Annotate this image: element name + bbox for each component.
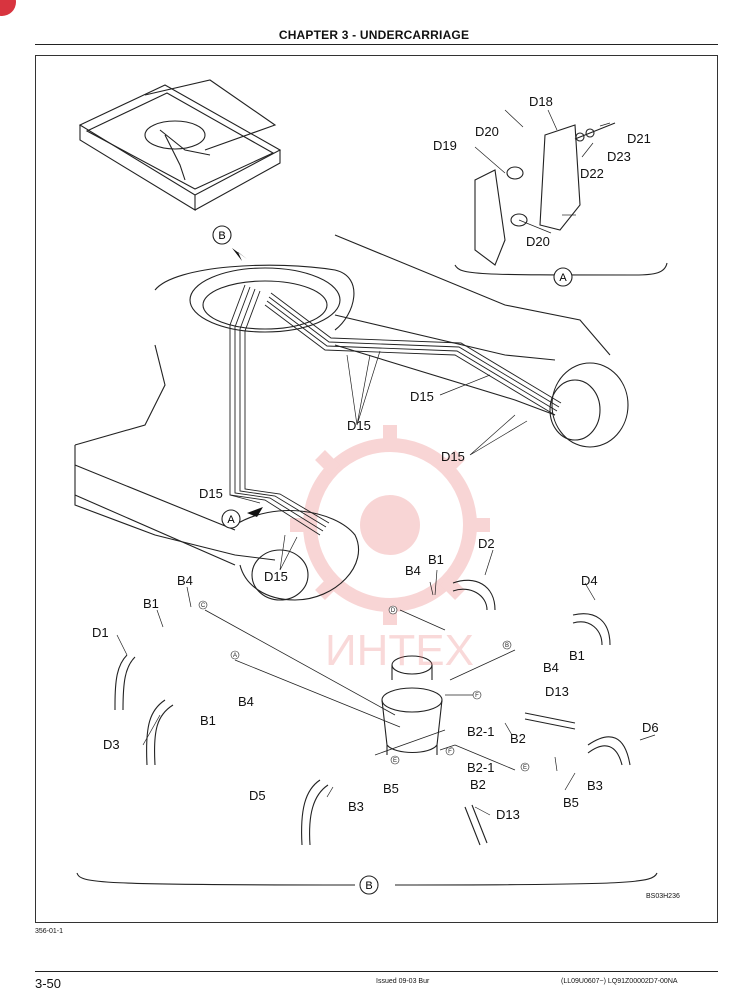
callout-d15-rear: D15 [410,389,434,404]
callout-b5-right: B5 [563,795,579,810]
chapter-title: CHAPTER 3 - UNDERCARRIAGE [278,28,470,42]
svg-text:C: C [201,603,206,609]
hose-tag-d: D [388,605,398,615]
callout-d20-top: D20 [475,124,499,139]
svg-text:D: D [391,608,396,614]
hose-tag-a: A [230,650,240,660]
callout-b4-right: B4 [543,660,559,675]
callout-b4-top: B4 [405,563,421,578]
callout-d1: D1 [92,625,109,640]
svg-text:F: F [475,693,479,699]
svg-text:A: A [227,514,235,526]
svg-text:F: F [448,749,452,755]
callout-d13-bottom: D13 [496,807,520,822]
callout-b1-right: B1 [569,648,585,663]
arrow-a-icon [247,507,263,517]
view-marker-b-top: B [212,225,232,245]
hose-tag-c: C [198,600,208,610]
callout-d6: D6 [642,720,659,735]
corner-badge-icon [0,0,16,16]
callout-b5-mid: B5 [383,781,399,796]
callout-d15-right: D15 [441,449,465,464]
svg-text:E: E [523,765,527,771]
callout-b2-top: B2 [510,731,526,746]
page-number: 3-50 [35,976,62,991]
header-rule [35,44,718,45]
document-reference: (LL09U0607~) LQ91Z00002D7-00NA [561,978,678,985]
overview-undercarriage-drawing [78,79,282,211]
svg-text:B: B [218,230,225,242]
hose-tag-f1: F [472,690,482,700]
parts-diagram: ИНТЕХ B A A B C A D B F E F E [74,79,668,895]
callout-b2-bottom: B2 [470,777,486,792]
figure-code: BS03H236 [646,893,680,900]
view-marker-a-left: A [221,509,241,529]
callout-b1-top: B1 [428,552,444,567]
svg-text:A: A [233,653,237,659]
watermark-gear-icon [290,425,490,625]
svg-text:A: A [559,272,567,284]
detail-a-bracket [454,262,668,276]
callout-d15-left: D15 [199,486,223,501]
detail-a-drawing [474,122,616,266]
hose-fittings [114,579,631,846]
svg-text:B: B [505,643,509,649]
swivel-joint-drawing [381,655,443,755]
hose-lines [204,609,516,771]
callout-d21: D21 [627,131,651,146]
callout-d22: D22 [580,166,604,181]
callout-b1-mid: B1 [200,713,216,728]
callout-d5: D5 [249,788,266,803]
callout-d3: D3 [103,737,120,752]
callout-d15-center: D15 [347,418,371,433]
hose-tag-e1: E [390,755,400,765]
reference-code: 356-01-1 [35,928,64,935]
callout-b1-left: B1 [143,596,159,611]
callout-d20-bottom: D20 [526,234,550,249]
callout-b3-right: B3 [587,778,603,793]
detail-b-bracket [76,872,658,886]
callout-b4-mid: B4 [238,694,254,709]
hose-tag-f2: F [445,746,455,756]
callout-d19: D19 [433,138,457,153]
callout-d2: D2 [478,536,495,551]
svg-text:E: E [393,758,397,764]
hose-tag-b: B [502,640,512,650]
view-marker-a-detail: A [553,267,573,287]
callout-b2-1-top: B2-1 [467,724,494,739]
callout-b2-1-bottom: B2-1 [467,760,494,775]
view-marker-b-detail: B [359,875,379,895]
callout-d4: D4 [581,573,598,588]
callout-d18: D18 [529,94,553,109]
watermark-text: ИНТЕХ [325,626,474,675]
callout-d23: D23 [607,149,631,164]
footer-rule [35,971,718,972]
svg-text:B: B [365,880,372,892]
main-undercarriage-drawing [74,234,629,601]
callout-d13-top: D13 [545,684,569,699]
callout-b3-mid: B3 [348,799,364,814]
callout-d15-front: D15 [264,569,288,584]
hose-tag-e2: E [520,762,530,772]
issued-date: Issued 09-03 Bur [376,978,430,985]
figure-frame [35,55,718,923]
arrow-b-icon [232,248,247,261]
callout-b4-left: B4 [177,573,193,588]
